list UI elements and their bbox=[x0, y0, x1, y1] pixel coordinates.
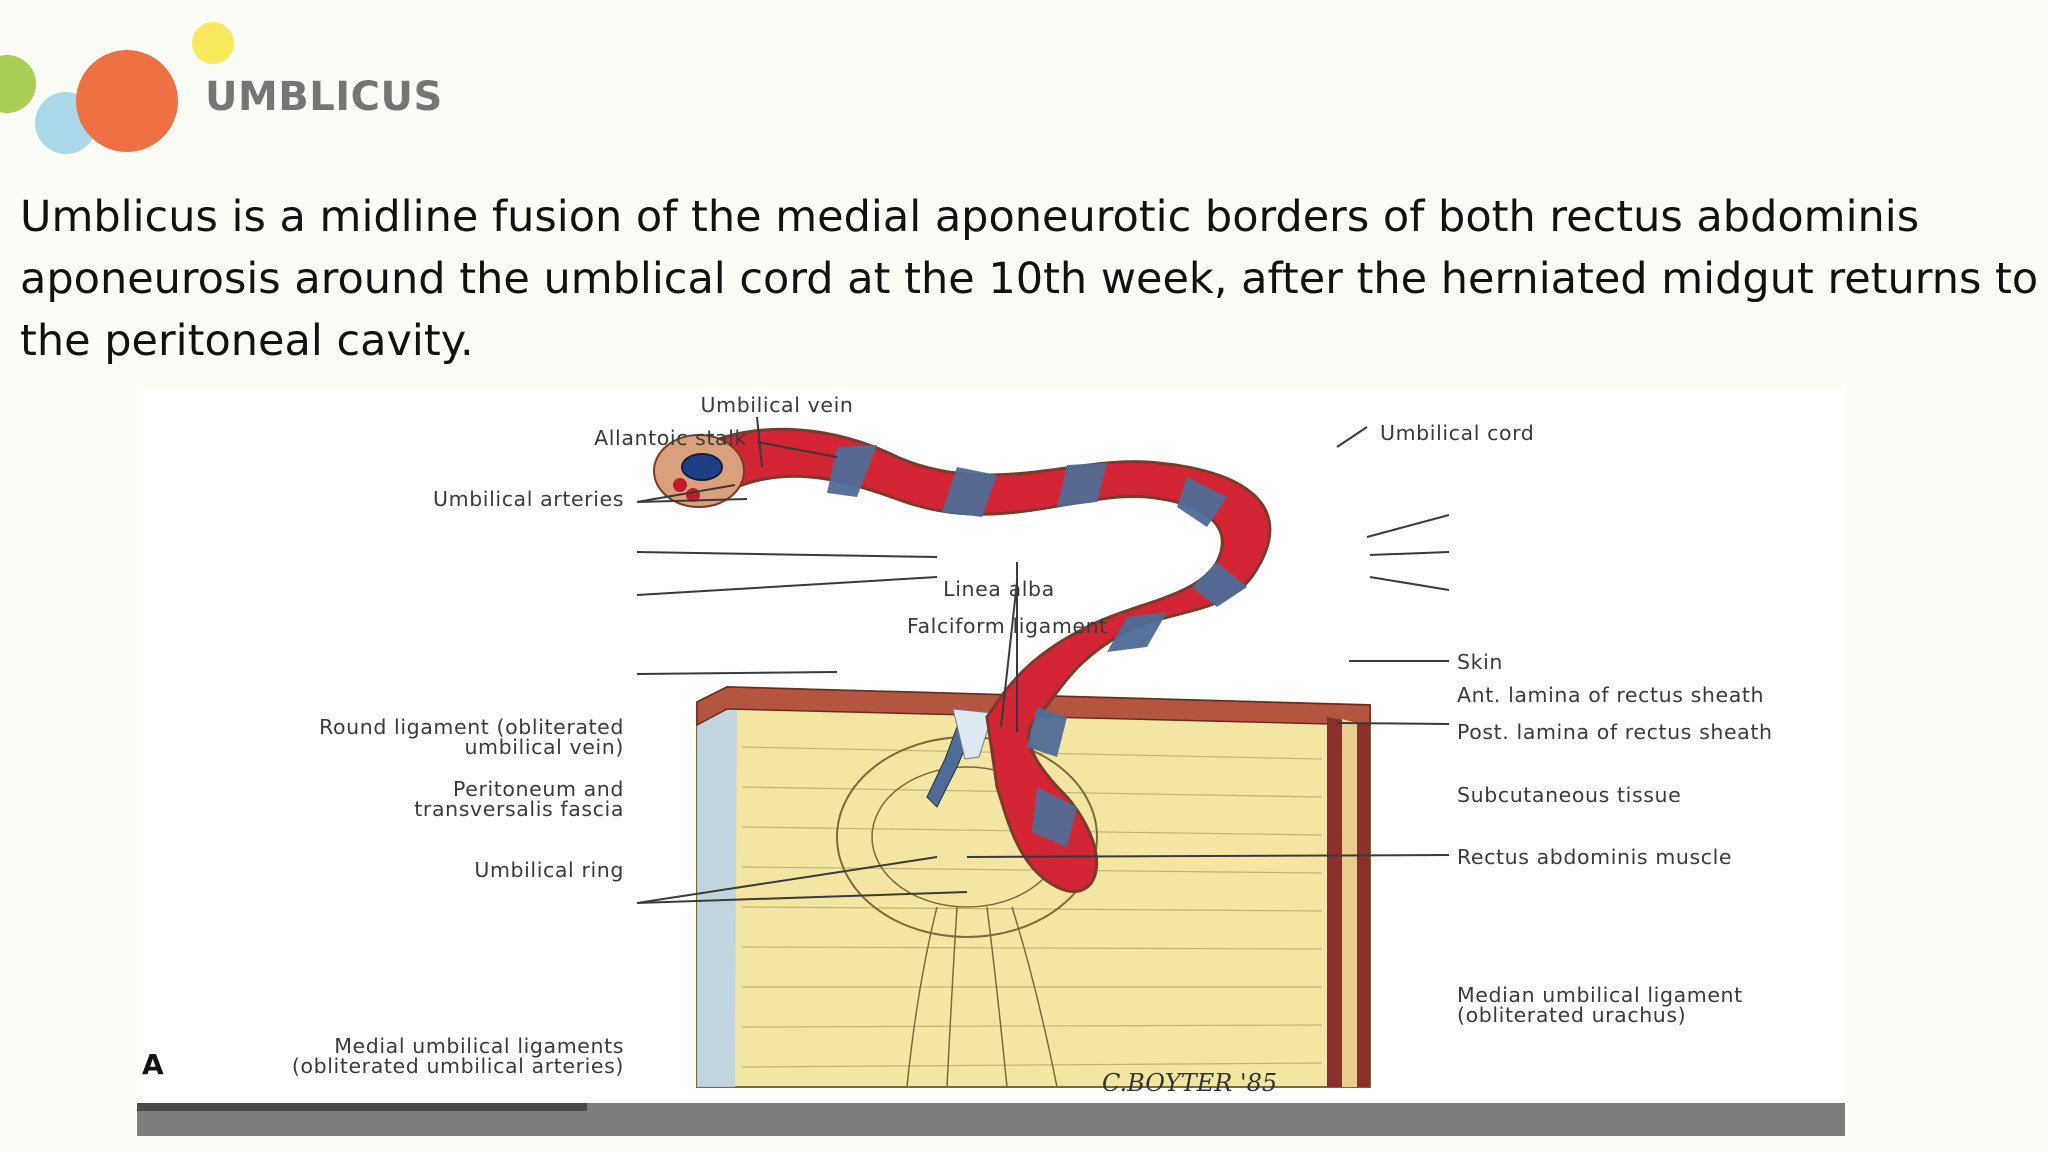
label-allantoic-stalk: Allantoic stalk bbox=[594, 426, 747, 450]
umbilicus-anatomy-figure: Umbilical vein Allantoic stalk Umbilical… bbox=[137, 387, 1845, 1105]
anatomy-illustration: Umbilical vein Allantoic stalk Umbilical… bbox=[142, 393, 1773, 1097]
label-umbilical-arteries: Umbilical arteries bbox=[433, 487, 624, 511]
label-linea-alba: Linea alba bbox=[943, 577, 1055, 601]
artist-signature: C.BOYTER '85 bbox=[1102, 1069, 1277, 1097]
body-line: the peritoneal cavity. bbox=[20, 316, 474, 366]
label-round-ligament: umbilical vein) bbox=[464, 735, 624, 759]
label-median-umbilical-ligament: Median umbilical ligament bbox=[1457, 983, 1743, 1007]
slide-body-text: Umblicus is a midline fusion of the medi… bbox=[20, 186, 2039, 372]
left-fascia-band bbox=[697, 702, 737, 1087]
label-ant-lamina: Ant. lamina of rectus sheath bbox=[1457, 683, 1764, 707]
label-medial-umbilical-ligaments: (obliterated umbilical arteries) bbox=[292, 1054, 624, 1078]
label-peritoneum: Peritoneum and bbox=[453, 777, 624, 801]
umbilical-cord bbox=[692, 427, 1272, 893]
label-medial-umbilical-ligaments: Medial umbilical ligaments bbox=[334, 1034, 624, 1058]
deco-circle-orange bbox=[76, 50, 178, 152]
label-median-umbilical-ligament: (obliterated urachus) bbox=[1457, 1003, 1686, 1027]
label-skin: Skin bbox=[1457, 650, 1503, 674]
label-umbilical-ring: Umbilical ring bbox=[474, 858, 624, 882]
label-post-lamina: Post. lamina of rectus sheath bbox=[1457, 720, 1773, 744]
label-round-ligament: Round ligament (obliterated bbox=[319, 715, 624, 739]
label-subcutaneous-tissue: Subcutaneous tissue bbox=[1457, 783, 1681, 807]
umbilical-artery-section bbox=[673, 478, 687, 492]
label-falciform-ligament: Falciform ligament bbox=[907, 614, 1108, 638]
subcutaneous-side bbox=[1342, 719, 1357, 1087]
label-umbilical-vein: Umbilical vein bbox=[701, 393, 854, 417]
body-line: Umblicus is a midline fusion of the medi… bbox=[20, 192, 1920, 242]
label-umbilical-cord: Umbilical cord bbox=[1380, 421, 1534, 445]
deco-circle-yellow bbox=[192, 22, 234, 64]
label-peritoneum: transversalis fascia bbox=[414, 797, 624, 821]
label-rectus-muscle: Rectus abdominis muscle bbox=[1457, 845, 1732, 869]
slide-title: UMBLICUS bbox=[205, 74, 443, 120]
panel-letter: A bbox=[142, 1048, 164, 1081]
umbilical-vein-section bbox=[681, 453, 723, 481]
linea-alba-band bbox=[952, 708, 994, 760]
figure-caption-bar-dark bbox=[137, 1103, 587, 1111]
body-line: aponeurosis around the umblical cord at … bbox=[20, 254, 2039, 304]
deco-circle-green bbox=[0, 55, 36, 113]
